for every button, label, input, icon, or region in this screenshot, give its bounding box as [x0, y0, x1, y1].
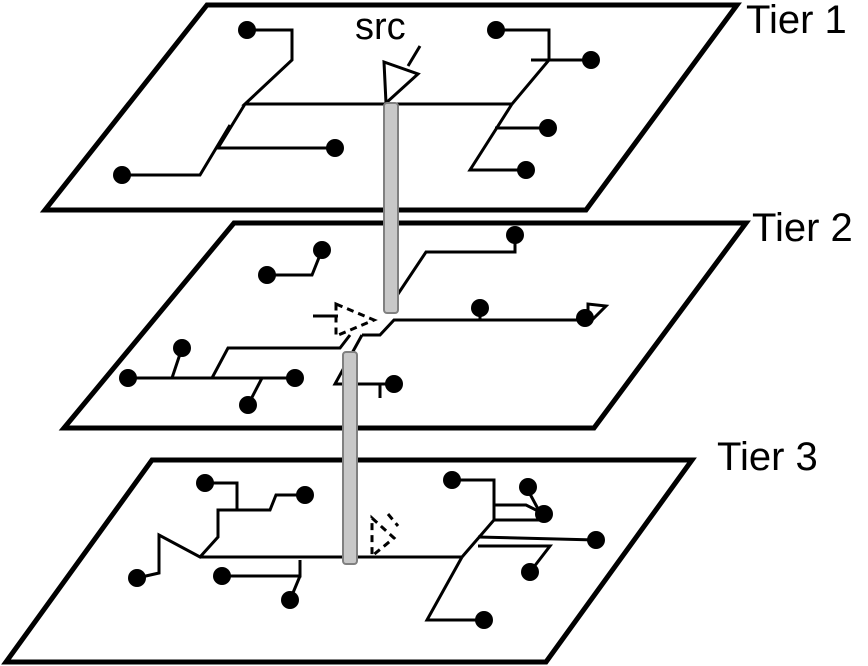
- tier-2-label: Tier 2: [752, 206, 853, 250]
- tier-3-sinks: [128, 471, 605, 629]
- tier-2-buffer-icon: [334, 301, 378, 339]
- tsv-tier2-to-tier3: [342, 351, 358, 565]
- tier-3-label: Tier 3: [717, 435, 818, 479]
- tier-2-plane: [58, 220, 751, 431]
- tier-3-wires: [136, 478, 597, 622]
- tier-3-buffer-icon: [370, 513, 400, 560]
- tier-2-sinks: [119, 226, 594, 414]
- tier-2-layer: [58, 220, 751, 431]
- tsv-tier1-to-tier2: [383, 102, 399, 314]
- tier-1-label: Tier 1: [746, 0, 847, 42]
- src-label: src: [355, 6, 406, 48]
- src-buffer-icon: [382, 59, 421, 107]
- tier-1-sinks: [113, 21, 600, 184]
